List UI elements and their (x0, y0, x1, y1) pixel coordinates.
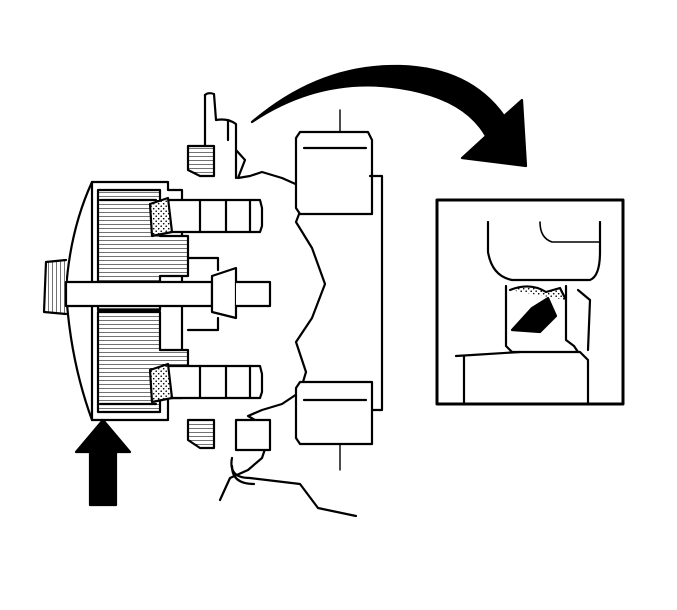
curved-callout-arrow (250, 64, 528, 168)
bearing-lower (148, 362, 264, 404)
bearing-upper (148, 196, 264, 238)
push-direction-arrow (74, 418, 132, 507)
brake-rotor (294, 109, 384, 471)
seal-blocks (186, 144, 358, 518)
seal-detail-inset (435, 198, 625, 406)
axle-shaft (64, 256, 272, 332)
